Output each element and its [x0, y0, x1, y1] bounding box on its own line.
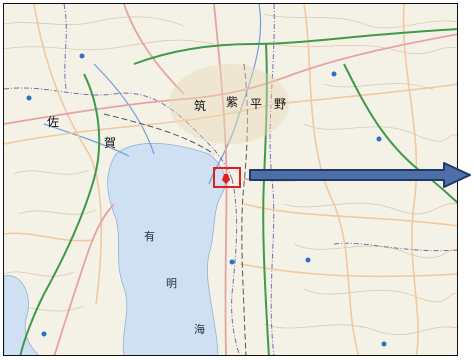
red-square-marker	[213, 167, 241, 188]
secondary-roads	[4, 4, 457, 355]
route-shield-icon	[79, 53, 85, 59]
map-label-ariake-2: 明	[166, 277, 177, 290]
route-shield-icon	[41, 331, 47, 337]
arrow-right-icon	[249, 162, 471, 188]
topographic-map[interactable]	[4, 4, 458, 356]
map-label-chikushi-1: 筑	[194, 99, 207, 113]
map-label-ariake-1: 有	[144, 230, 155, 243]
map-label-saga-2: 賀	[104, 136, 117, 150]
route-shield-icon	[305, 257, 311, 263]
map-label-chikushi-3: 平	[250, 97, 263, 111]
route-shield-icon	[331, 71, 337, 77]
map-label-chikushi-2: 紫	[226, 95, 239, 109]
map-label-chikushi-4: 野	[274, 97, 287, 111]
tachibana-bay	[4, 275, 39, 355]
location-pin-icon	[222, 174, 230, 184]
route-shield-icon	[381, 341, 387, 347]
urban-area	[169, 64, 289, 144]
map-label-saga-1: 佐	[47, 115, 60, 129]
railways	[103, 63, 248, 355]
route-shields	[26, 53, 387, 347]
map-label-ariake-3: 海	[194, 323, 205, 336]
route-shield-icon	[229, 259, 235, 265]
callout-arrow	[248, 162, 474, 188]
route-shield-icon	[376, 136, 382, 142]
route-shield-icon	[26, 95, 32, 101]
expressways	[19, 28, 457, 355]
ariake-sea	[107, 142, 226, 355]
sea-inlet	[164, 149, 194, 169]
